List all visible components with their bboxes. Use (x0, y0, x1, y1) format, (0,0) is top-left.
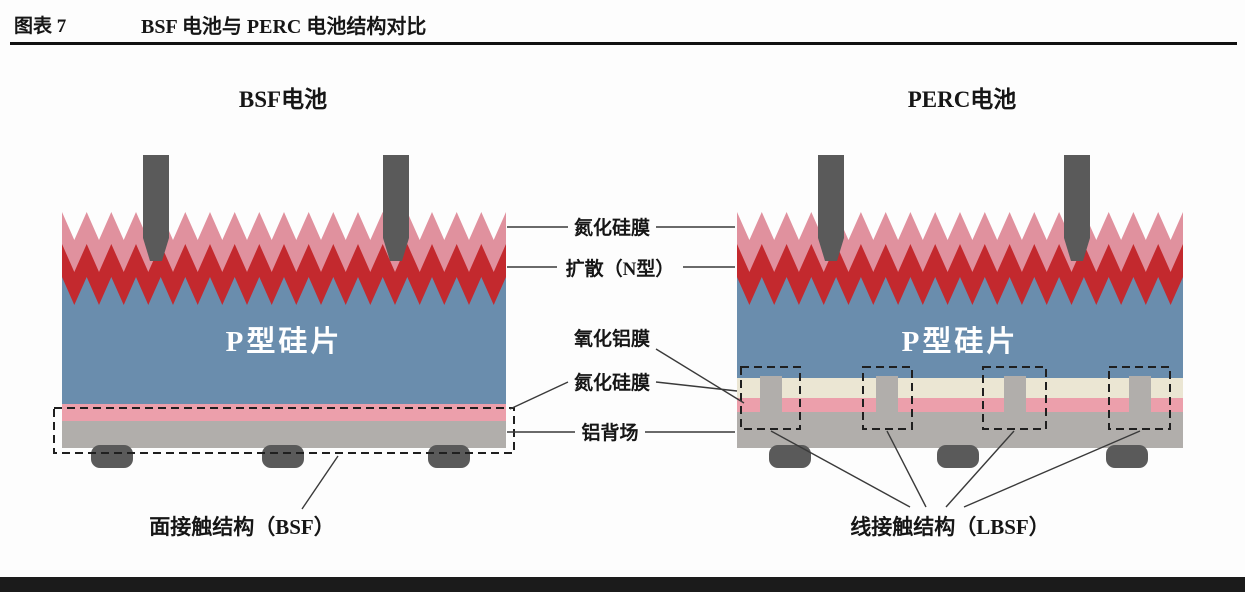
bsf-diffusion-band (62, 244, 506, 305)
perc-local-contact-plug (760, 376, 782, 418)
layer-labels: 氮化硅膜 扩散（N型） 氧化铝膜 氮化硅膜 铝背场 (507, 216, 745, 444)
perc-local-contact-dashed-box (862, 366, 913, 430)
perc-local-contact-plug (1129, 376, 1151, 418)
page-title: BSF 电池与 PERC 电池结构对比 (141, 14, 426, 38)
bsf-wafer-body (62, 271, 506, 404)
alumina-leader (655, 348, 745, 404)
perc-diffusion-band (737, 244, 1183, 305)
bsf-rear-contact-bump (428, 445, 470, 468)
perc-rear-nitride-layer (737, 378, 1183, 400)
perc-front-electrode (1064, 155, 1090, 261)
bsf-front-electrode (383, 155, 409, 261)
perc-rear-alumina-layer (737, 398, 1183, 413)
perc-cell-title: PERC电池 (908, 87, 1017, 112)
bsf-cell-title: BSF电池 (239, 87, 327, 112)
label-back-field: 铝背场 (581, 421, 638, 444)
label-alumina: 氧化铝膜 (574, 327, 650, 350)
perc-wafer-label: P型硅片 (902, 325, 1019, 358)
perc-cell: PERC电池 P型硅片 线接触结构（LBSF） (737, 87, 1183, 539)
perc-local-contact-dashed-box (740, 366, 801, 430)
bsf-front-electrode (143, 155, 169, 261)
bsf-wafer-label: P型硅片 (226, 325, 343, 358)
lbsf-fan-line (945, 430, 1015, 508)
lbsf-structure-label: 线接触结构（LBSF） (850, 515, 1050, 539)
bsf-rear-contact-bump (262, 445, 304, 468)
nitride-rear-leader-left (509, 381, 569, 410)
bsf-aluminum-back-field-layer (62, 421, 506, 448)
perc-local-contact-plug (876, 376, 898, 418)
label-nitride-rear: 氮化硅膜 (574, 371, 650, 394)
perc-front-electrode (818, 155, 844, 261)
perc-rear-contact-bump (769, 445, 811, 468)
bsf-rear-nitride-layer (62, 404, 506, 421)
label-nitride-front: 氮化硅膜 (574, 216, 650, 239)
perc-local-contact-plug (1004, 376, 1026, 418)
lbsf-fan-line (770, 430, 911, 508)
bsf-full-contact-dashed-box (53, 407, 515, 454)
footer-bar (0, 577, 1245, 592)
perc-local-contact-dashed-box (1108, 366, 1171, 430)
bsf-structure-label: 面接触结构（BSF） (149, 515, 335, 539)
perc-local-contact-dashed-box (982, 366, 1047, 430)
figure-label: 图表 7 (14, 14, 67, 37)
bsf-structure-connector-line (301, 455, 339, 510)
perc-rear-contact-bump (1106, 445, 1148, 468)
nitride-rear-leader-right (655, 381, 738, 392)
label-diffusion: 扩散（N型） (566, 257, 675, 280)
perc-wafer-body (737, 271, 1183, 380)
header-rule (10, 42, 1237, 45)
lbsf-fan-line (963, 430, 1141, 508)
bsf-cell: BSF电池 P型硅片 面接触结构（BSF） (53, 87, 515, 539)
lbsf-fan-line (886, 430, 927, 508)
bsf-rear-contact-bump (91, 445, 133, 468)
perc-rear-contact-bump (937, 445, 979, 468)
